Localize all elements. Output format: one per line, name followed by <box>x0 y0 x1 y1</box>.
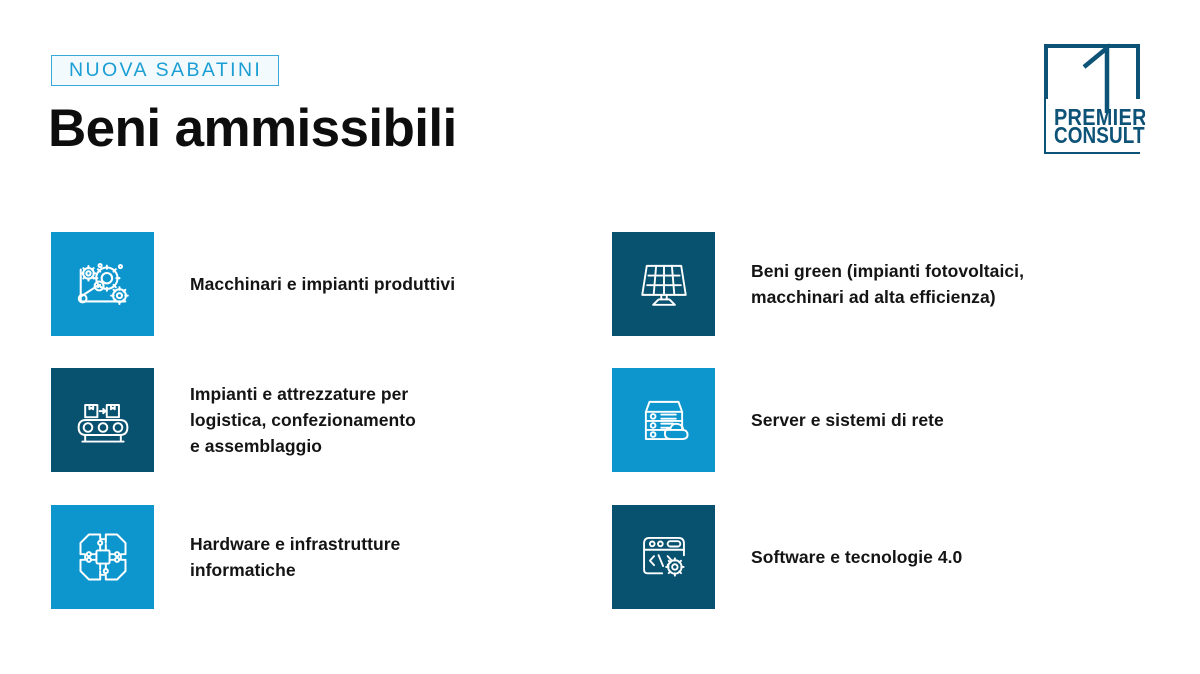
list-item: Beni green (impianti fotovoltaici, macch… <box>612 232 1152 336</box>
gears-icon <box>51 232 154 336</box>
conveyor-belt-icon <box>51 368 154 472</box>
list-item-label: Beni green (impianti fotovoltaici, macch… <box>751 261 1024 307</box>
list-item: Hardware e infrastrutture informatiche <box>51 505 571 609</box>
eyebrow-badge: NUOVA SABATINI <box>51 55 280 86</box>
eyebrow-label: NUOVA SABATINI <box>69 59 263 81</box>
list-item: Software e tecnologie 4.0 <box>612 505 1152 609</box>
list-item-label: Macchinari e impianti produttivi <box>190 274 456 294</box>
list-item-label: Impianti e attrezzature per logistica, c… <box>190 384 416 456</box>
premier-consulting-logo: PREMIER CONSULTING <box>1043 43 1145 155</box>
solar-panel-icon <box>612 232 715 336</box>
code-window-gear-icon <box>612 505 715 609</box>
list-item-label: Hardware e infrastrutture informatiche <box>190 534 401 580</box>
list-item-label: Server e sistemi di rete <box>751 410 944 430</box>
svg-text:PREMIER: PREMIER <box>1054 105 1145 131</box>
list-item-label: Software e tecnologie 4.0 <box>751 547 963 567</box>
page-title: Beni ammissibili <box>48 99 457 158</box>
list-item: Server e sistemi di rete <box>612 368 1152 472</box>
server-cloud-icon <box>612 368 715 472</box>
svg-text:CONSULTING: CONSULTING <box>1054 123 1145 148</box>
list-item: Impianti e attrezzature per logistica, c… <box>51 368 571 472</box>
circuit-chip-icon <box>51 505 154 609</box>
list-item: Macchinari e impianti produttivi <box>51 232 571 336</box>
